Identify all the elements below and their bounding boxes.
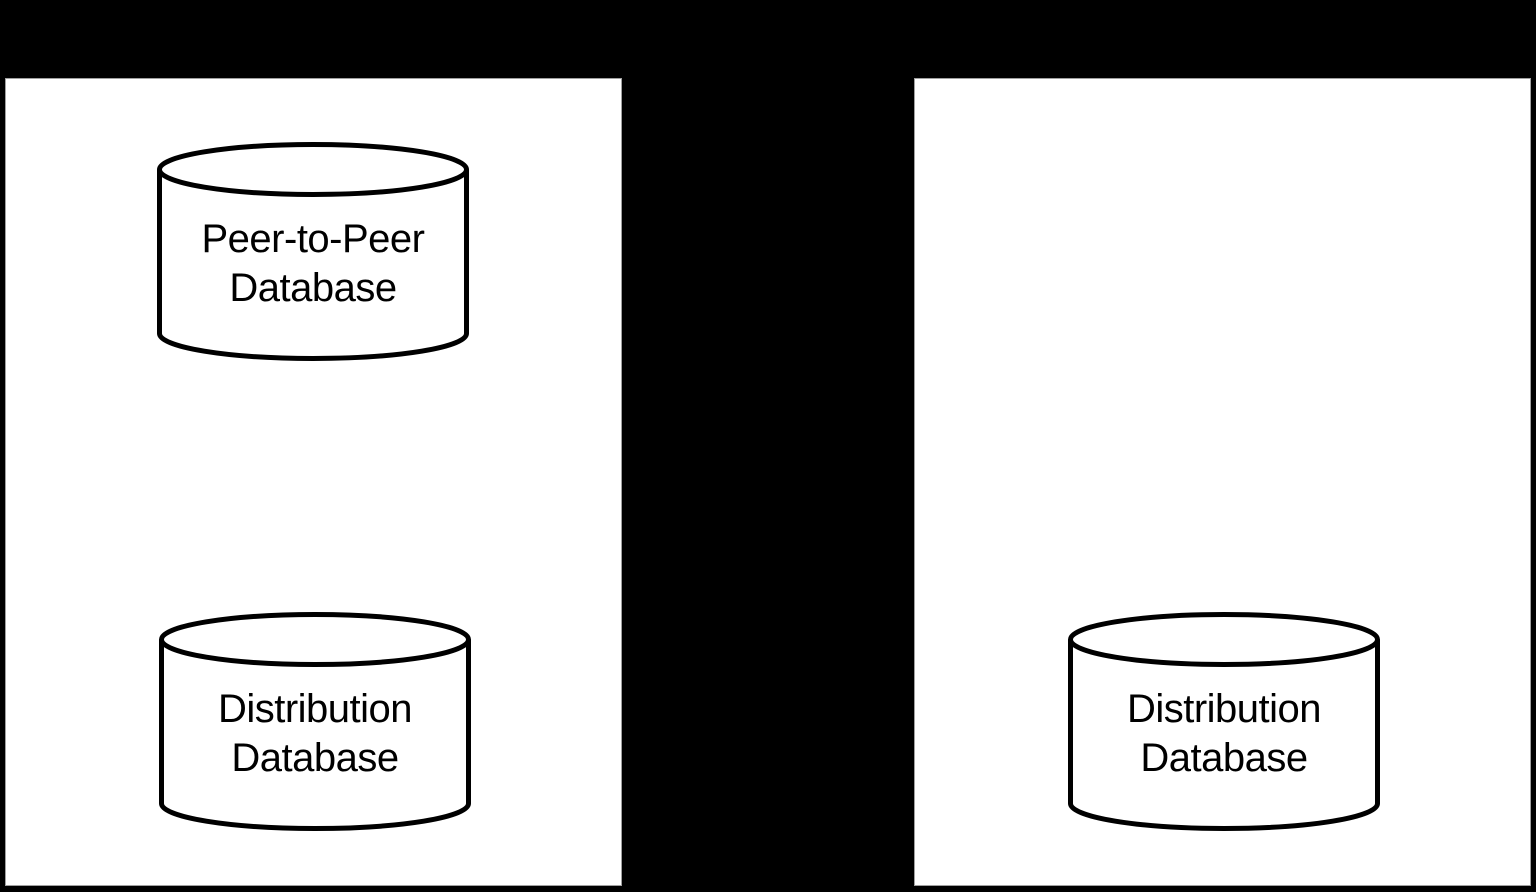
database-label-line1: Peer-to-Peer — [201, 217, 425, 261]
database-label-line2: Database — [231, 736, 399, 780]
database-label-line1: Distribution — [1126, 687, 1322, 731]
right-server-panel: Distribution Database — [914, 78, 1531, 886]
database-label: Distribution Database — [159, 685, 471, 783]
database-cylinder-icon — [159, 612, 471, 831]
database-cylinder-icon — [157, 142, 469, 361]
database-label-line1: Distribution — [217, 687, 413, 731]
database-label: Distribution Database — [1068, 685, 1380, 783]
database-label-line2: Database — [229, 266, 397, 310]
database-cylinder-icon — [1068, 612, 1380, 831]
distribution-database-node-right: Distribution Database — [1068, 611, 1380, 831]
database-label-line2: Database — [1140, 736, 1308, 780]
database-label: Peer-to-Peer Database — [157, 215, 469, 313]
peer-to-peer-database-node: Peer-to-Peer Database — [157, 141, 469, 361]
distribution-database-node-left: Distribution Database — [159, 611, 471, 831]
left-server-panel: Peer-to-Peer Database Distribution Datab… — [5, 78, 622, 886]
